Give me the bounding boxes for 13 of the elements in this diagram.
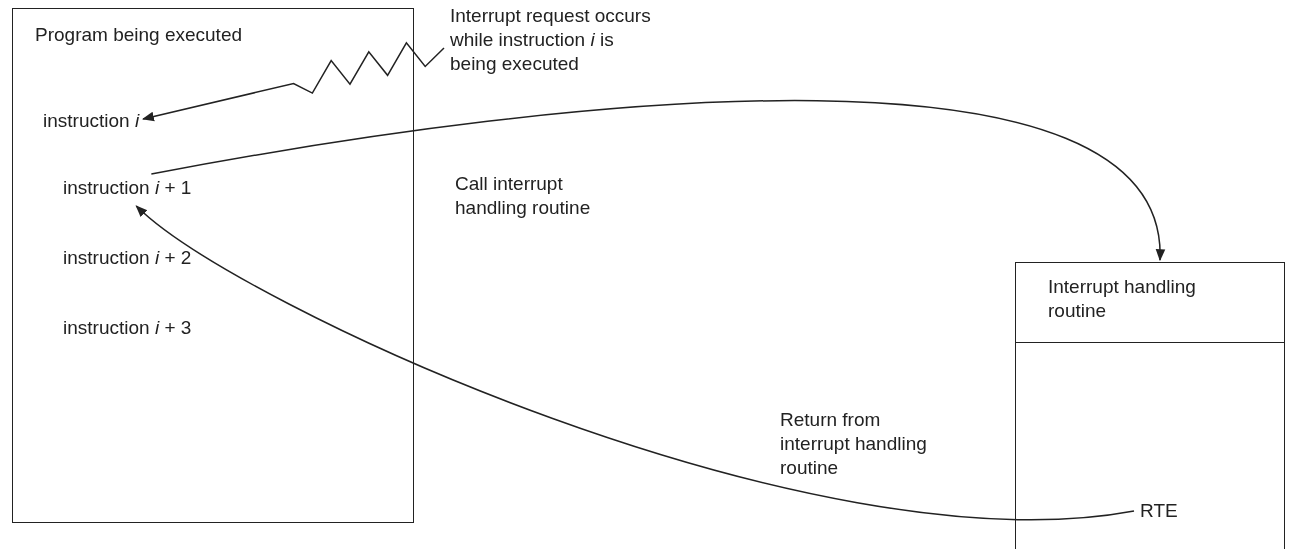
routine-box bbox=[1015, 262, 1285, 549]
box-heading: Interrupt handling routine bbox=[1048, 275, 1197, 323]
curved-arrow bbox=[135, 205, 1135, 521]
instruction-text: RTE bbox=[1140, 499, 1178, 523]
instruction-text: instruction i bbox=[43, 109, 140, 133]
instruction-text: instruction i + 1 bbox=[63, 176, 192, 200]
zigzag-arrow bbox=[141, 41, 445, 122]
program-box bbox=[12, 8, 414, 523]
curved-arrow bbox=[150, 100, 1163, 262]
note-text: Interrupt request occurs while instruction i is being executed bbox=[450, 4, 665, 76]
instruction-text: instruction i + 2 bbox=[63, 246, 192, 270]
instruction-text: instruction i + 3 bbox=[63, 316, 192, 340]
box-heading: Program being executed bbox=[35, 23, 243, 47]
